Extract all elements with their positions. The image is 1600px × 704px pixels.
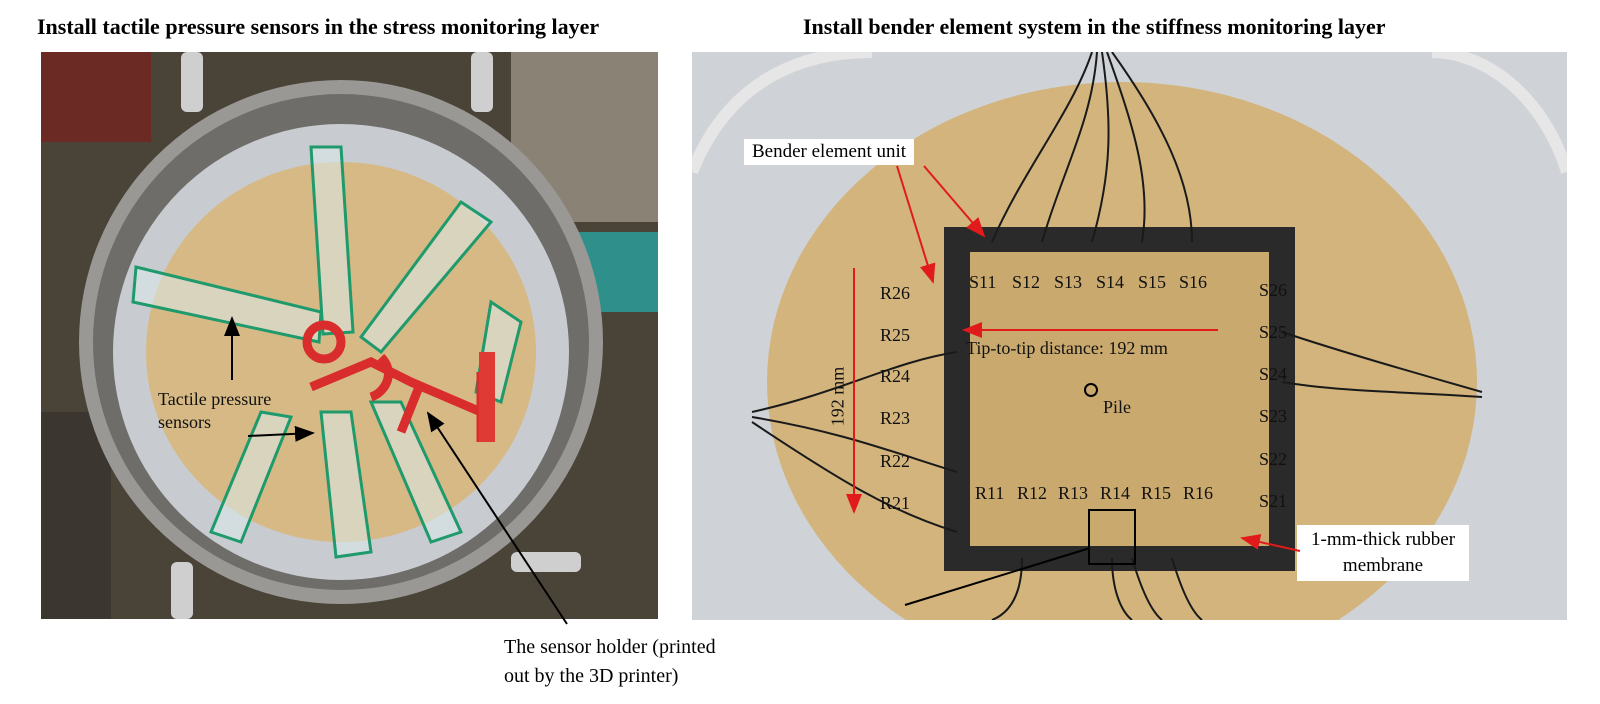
sensor-label-r22: R22 [880,451,911,471]
sensor-label-r24: R24 [880,366,911,386]
container-illustration [41,52,658,619]
sensor-label-r12: R12 [1017,483,1048,503]
sensor-label-s15: S15 [1138,272,1167,292]
sensor-label-s12: S12 [1012,272,1041,292]
sensor-holder-caption-line1: The sensor holder (printed [504,636,716,658]
sensor-label-s21: S21 [1259,491,1288,511]
sensor-label-r21: R21 [880,493,911,513]
sensor-label-s26: S26 [1259,280,1288,300]
rod [471,52,493,112]
sensor-label-r26: R26 [880,283,911,303]
bender-element-unit-label: Bender element unit [744,139,915,165]
rod [171,562,193,619]
sensor-label-r16: R16 [1183,483,1214,503]
rubber-membrane-label-line1: 1-mm-thick rubber [1311,529,1456,550]
rod [181,52,203,112]
sensor-label-s13: S13 [1054,272,1083,292]
left-photo-tactile-sensors [41,52,658,619]
sensor-label-r11: R11 [975,483,1005,503]
sensor-label-s23: S23 [1259,406,1288,426]
cables [751,52,1483,620]
right-photo-title: Install bender element system in the sti… [803,14,1386,39]
rubber-membrane-label: 1-mm-thick rubber membrane [1297,525,1470,581]
tactile-sensor-label-line2: sensors [158,412,211,432]
sensor-label-s24: S24 [1259,364,1288,384]
sensor-label-s25: S25 [1259,322,1288,342]
sensor-label-r25: R25 [880,325,911,345]
left-photo-title: Install tactile pressure sensors in the … [37,14,600,39]
sensor-label-r14: R14 [1100,483,1131,503]
rubber-membrane-label-line2: membrane [1342,555,1424,576]
holder-arm [479,352,495,442]
sensor-label-s16: S16 [1179,272,1208,292]
tactile-sensor-strips [131,145,523,559]
sensor-label-r23: R23 [880,408,911,428]
sensor-label-s22: S22 [1259,449,1288,469]
sensor-label-r13: R13 [1058,483,1089,503]
sensor-label-s11: S11 [969,272,997,292]
sensor-holder-caption-line2: out by the 3D printer) [504,665,679,687]
rod [511,552,581,572]
sensor-label-r15: R15 [1141,483,1172,503]
vertical-distance-label: 192 mm [827,366,848,427]
pile-label: Pile [1103,397,1132,417]
sensor-label-s14: S14 [1096,272,1125,292]
tactile-sensor-label-line1: Tactile pressure [158,389,272,409]
tip-to-tip-distance-label: Tip-to-tip distance: 192 mm [966,338,1168,358]
